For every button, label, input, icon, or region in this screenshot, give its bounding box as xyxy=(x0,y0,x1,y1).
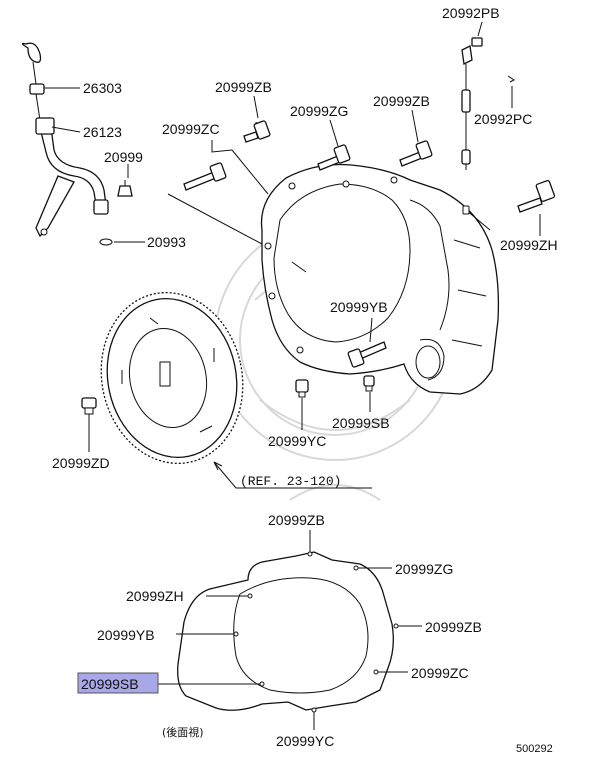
label-20999: 20999 xyxy=(104,149,143,165)
label-b-20999ZC: 20999ZC xyxy=(411,665,469,681)
rear-view-outline[interactable] xyxy=(177,551,394,711)
label-20999ZD: 20999ZD xyxy=(52,455,110,471)
bolt-20999SB[interactable] xyxy=(363,375,375,392)
bolt-20999YC[interactable] xyxy=(295,379,309,398)
label-26303: 26303 xyxy=(83,80,122,96)
dipstick-leaders xyxy=(44,87,145,243)
upper-leaders xyxy=(211,21,541,430)
label-26123: 26123 xyxy=(83,124,122,140)
bolt-20999ZC[interactable] xyxy=(183,162,227,191)
bolt-20999ZB-upper[interactable] xyxy=(243,120,271,143)
bolt-20999ZH[interactable] xyxy=(517,180,556,213)
flywheel-bolt[interactable] xyxy=(81,397,97,415)
label-20999YC: 20999YC xyxy=(268,433,326,449)
bolt-20992PB[interactable] xyxy=(471,37,483,47)
label-20999ZC: 20999ZC xyxy=(162,121,220,137)
label-b-20999SB[interactable]: 20999SB xyxy=(81,676,139,692)
ref-leader xyxy=(213,461,372,489)
label-b-20999ZH: 20999ZH xyxy=(126,588,184,604)
breather-cable[interactable] xyxy=(461,45,473,215)
label-20999ZG: 20999ZG xyxy=(290,103,348,119)
label-20992PB: 20992PB xyxy=(442,5,500,21)
label-20999ZH: 20999ZH xyxy=(500,237,558,253)
diagram-number: 500292 xyxy=(516,743,553,755)
bolt-20999YB[interactable] xyxy=(347,341,387,368)
label-20992PC: 20992PC xyxy=(474,111,532,127)
ref-note: (REF. 23-120) xyxy=(240,474,341,489)
label-b-20999YC: 20999YC xyxy=(276,733,334,749)
label-20999YB: 20999YB xyxy=(330,299,388,315)
label-b-20999ZB-top: 20999ZB xyxy=(268,512,325,528)
label-b-20999YB: 20999YB xyxy=(97,627,155,643)
label-b-20999ZG: 20999ZG xyxy=(395,561,453,577)
flywheel[interactable] xyxy=(86,279,259,476)
label-20993: 20993 xyxy=(147,234,186,250)
rear-view-caption: (後面視) xyxy=(162,725,204,739)
breather-20992PC[interactable] xyxy=(507,75,515,83)
ref-arrow xyxy=(213,461,223,471)
dipstick-assembly[interactable] xyxy=(21,42,133,246)
label-20999ZB: 20999ZB xyxy=(215,79,272,95)
highlight-20999SB xyxy=(77,672,159,694)
transmission-case[interactable] xyxy=(260,163,500,395)
rear-view-leaders xyxy=(158,530,422,730)
label-b-20999ZB-right: 20999ZB xyxy=(425,619,482,635)
label-20999ZB-2: 20999ZB xyxy=(373,93,430,109)
label-20999SB: 20999SB xyxy=(332,415,390,431)
bolt-20999ZG[interactable] xyxy=(317,144,351,171)
bolt-20999ZB-mid[interactable] xyxy=(399,140,433,167)
